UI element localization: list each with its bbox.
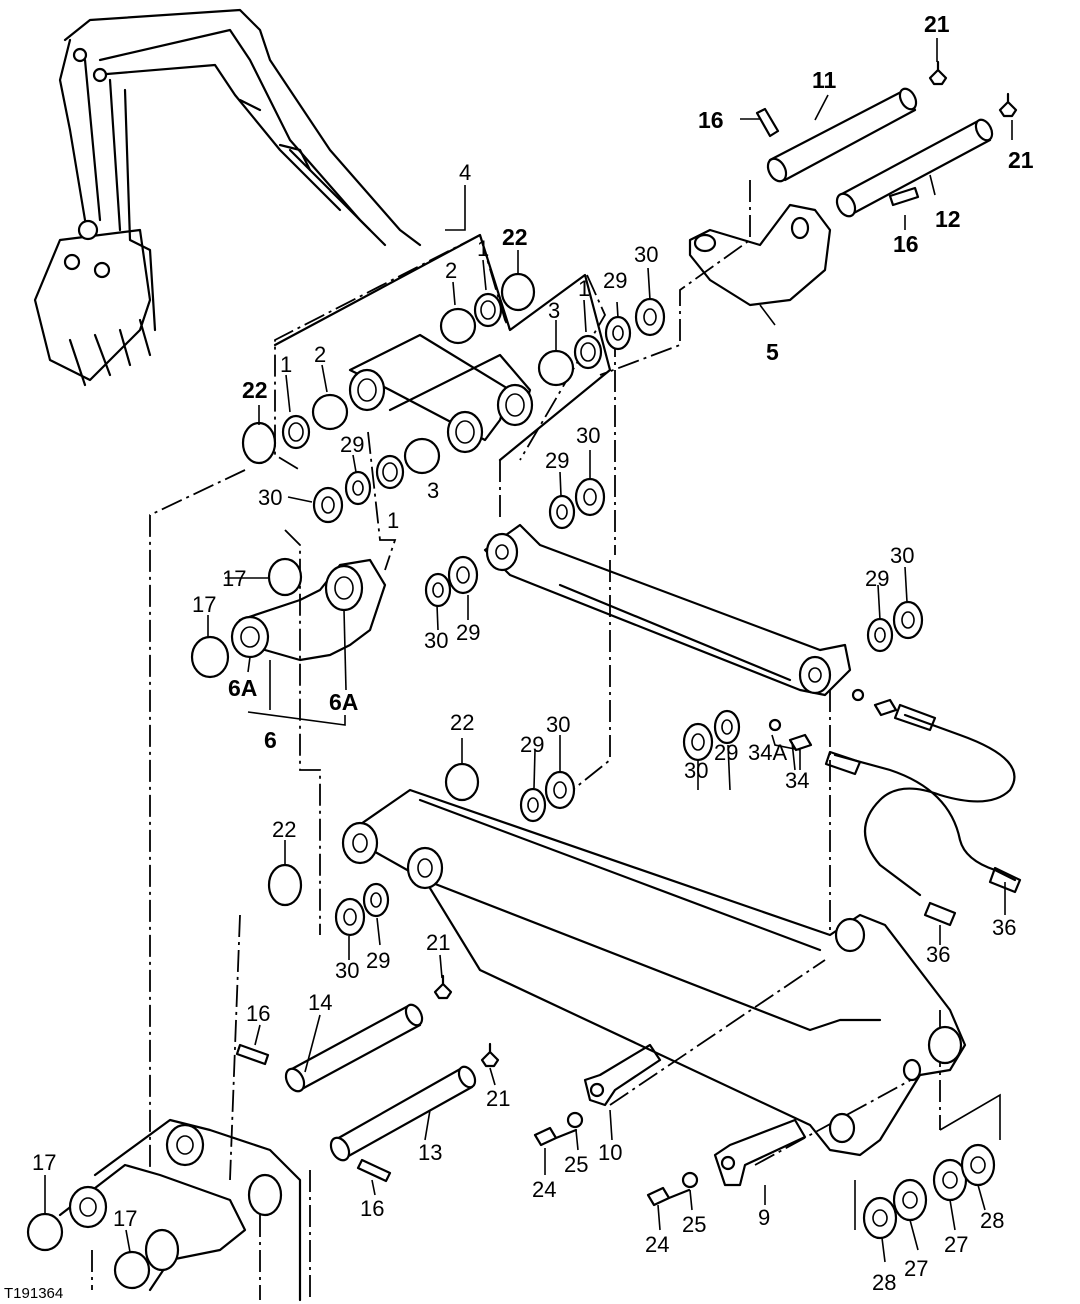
roll-pins-16 — [235, 107, 920, 1183]
callout-30: 30 — [634, 242, 658, 267]
callout-14: 14 — [308, 990, 332, 1015]
callout-29: 29 — [603, 268, 627, 293]
link-6 — [190, 557, 387, 679]
callout-12: 12 — [935, 206, 961, 232]
pin-12 — [835, 118, 994, 218]
callout-16: 16 — [360, 1196, 384, 1221]
callout-9: 9 — [758, 1205, 770, 1230]
callout-36: 36 — [926, 942, 950, 967]
seals-22 — [241, 272, 536, 907]
callout-30: 30 — [890, 543, 914, 568]
hydraulic-cylinder — [483, 523, 852, 697]
callout-30: 30 — [684, 758, 708, 783]
callout-3: 3 — [548, 298, 560, 323]
callout-22: 22 — [450, 710, 474, 735]
callout-21: 21 — [1008, 147, 1034, 173]
callout-29: 29 — [520, 732, 544, 757]
callout-6A: 6A — [228, 675, 257, 701]
callout-13: 13 — [418, 1140, 442, 1165]
callout-25: 25 — [682, 1212, 706, 1237]
callout-16: 16 — [698, 107, 724, 133]
pin-9 — [713, 1118, 807, 1187]
callout-6A: 6A — [329, 689, 358, 715]
link-5 — [688, 203, 832, 307]
callout-28: 28 — [872, 1270, 896, 1295]
figure-code: T191364 — [4, 1285, 63, 1302]
callout-1: 1 — [578, 276, 590, 301]
callout-17: 17 — [113, 1206, 137, 1231]
callout-24: 24 — [645, 1232, 669, 1257]
callout-29: 29 — [366, 948, 390, 973]
callout-36: 36 — [992, 915, 1016, 940]
callout-30: 30 — [424, 628, 448, 653]
pin-11 — [766, 87, 918, 183]
callout-27: 27 — [904, 1256, 928, 1281]
callout-2: 2 — [445, 258, 457, 283]
callout-labels: 21 11 16 21 12 16 5 4 22 2 1 3 1 29 30 1… — [32, 11, 1034, 1295]
callout-2: 2 — [314, 342, 326, 367]
callout-22: 22 — [272, 817, 296, 842]
callout-17: 17 — [192, 592, 216, 617]
callout-30: 30 — [546, 712, 570, 737]
callout-29: 29 — [456, 620, 480, 645]
callout-24: 24 — [532, 1177, 556, 1202]
pin-14 — [284, 1003, 424, 1093]
callout-25: 25 — [564, 1152, 588, 1177]
hoses-34-36 — [768, 688, 1022, 927]
callout-22: 22 — [502, 224, 528, 250]
shims-29-30 — [312, 297, 924, 937]
callout-27: 27 — [944, 1232, 968, 1257]
callout-3: 3 — [427, 478, 439, 503]
callout-30: 30 — [258, 485, 282, 510]
callout-29: 29 — [714, 740, 738, 765]
callout-28: 28 — [980, 1208, 1004, 1233]
callout-17: 17 — [222, 566, 246, 591]
link-assembly-4 — [273, 233, 612, 490]
callout-34A: 34A — [748, 740, 787, 765]
callout-16: 16 — [893, 231, 919, 257]
callout-29: 29 — [545, 448, 569, 473]
callout-1: 1 — [387, 508, 399, 533]
callout-21: 21 — [426, 930, 450, 955]
callout-34: 34 — [785, 768, 809, 793]
callout-30: 30 — [335, 958, 359, 983]
callout-4: 4 — [459, 160, 471, 185]
callout-21: 21 — [486, 1086, 510, 1111]
callout-1: 1 — [280, 352, 292, 377]
callout-16: 16 — [246, 1001, 270, 1026]
callout-6: 6 — [264, 727, 277, 753]
callout-29: 29 — [865, 566, 889, 591]
callout-11: 11 — [812, 67, 837, 93]
shims-27-28 — [854, 1093, 1001, 1240]
bolts-24-washers-25 — [533, 1111, 699, 1207]
pin-10 — [583, 1043, 662, 1107]
callout-10: 10 — [598, 1140, 622, 1165]
boom-foot — [26, 1118, 302, 1302]
callout-1: 1 — [477, 236, 489, 261]
callout-5: 5 — [766, 339, 779, 365]
callout-leaders — [44, 38, 1013, 1263]
callout-22: 22 — [242, 377, 268, 403]
callout-21: 21 — [924, 11, 950, 37]
callout-17: 17 — [32, 1150, 56, 1175]
pin-13 — [329, 1065, 477, 1162]
grease-fittings-21 — [433, 60, 1018, 1068]
excavator-boom-overview — [33, 8, 422, 387]
callout-29: 29 — [340, 432, 364, 457]
main-frame — [341, 788, 967, 1157]
callout-30: 30 — [576, 423, 600, 448]
